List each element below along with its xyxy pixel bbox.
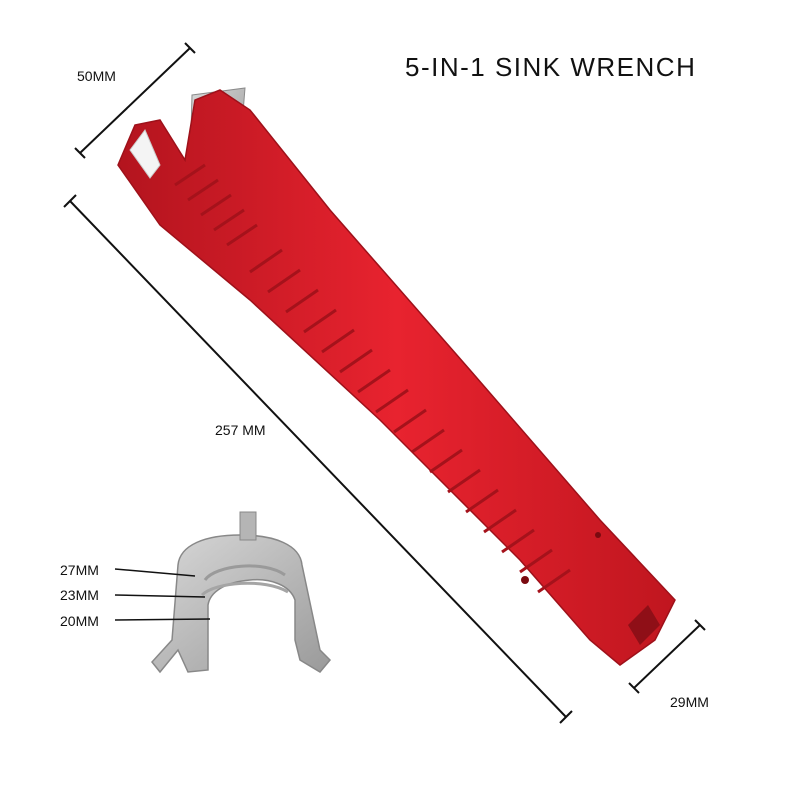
dimension-line-29mm [628,619,706,694]
sink-wrench [117,87,676,666]
socket-head-detail [151,511,332,674]
wrench-handle [117,89,676,666]
head-size-label-23: 23MM [60,587,99,603]
size-leader-lines [114,568,211,621]
dimension-line-257mm [63,194,573,724]
grip-ribs [174,163,571,594]
dimension-line-50mm [74,42,196,159]
dimension-label-top-width: 50MM [77,68,116,84]
dimension-label-bottom-width: 29MM [670,694,709,710]
dimension-label-length: 257 MM [215,422,266,438]
head-size-label-27: 27MM [60,562,99,578]
head-size-label-20: 20MM [60,613,99,629]
product-title: 5-IN-1 SINK WRENCH [405,52,697,82]
